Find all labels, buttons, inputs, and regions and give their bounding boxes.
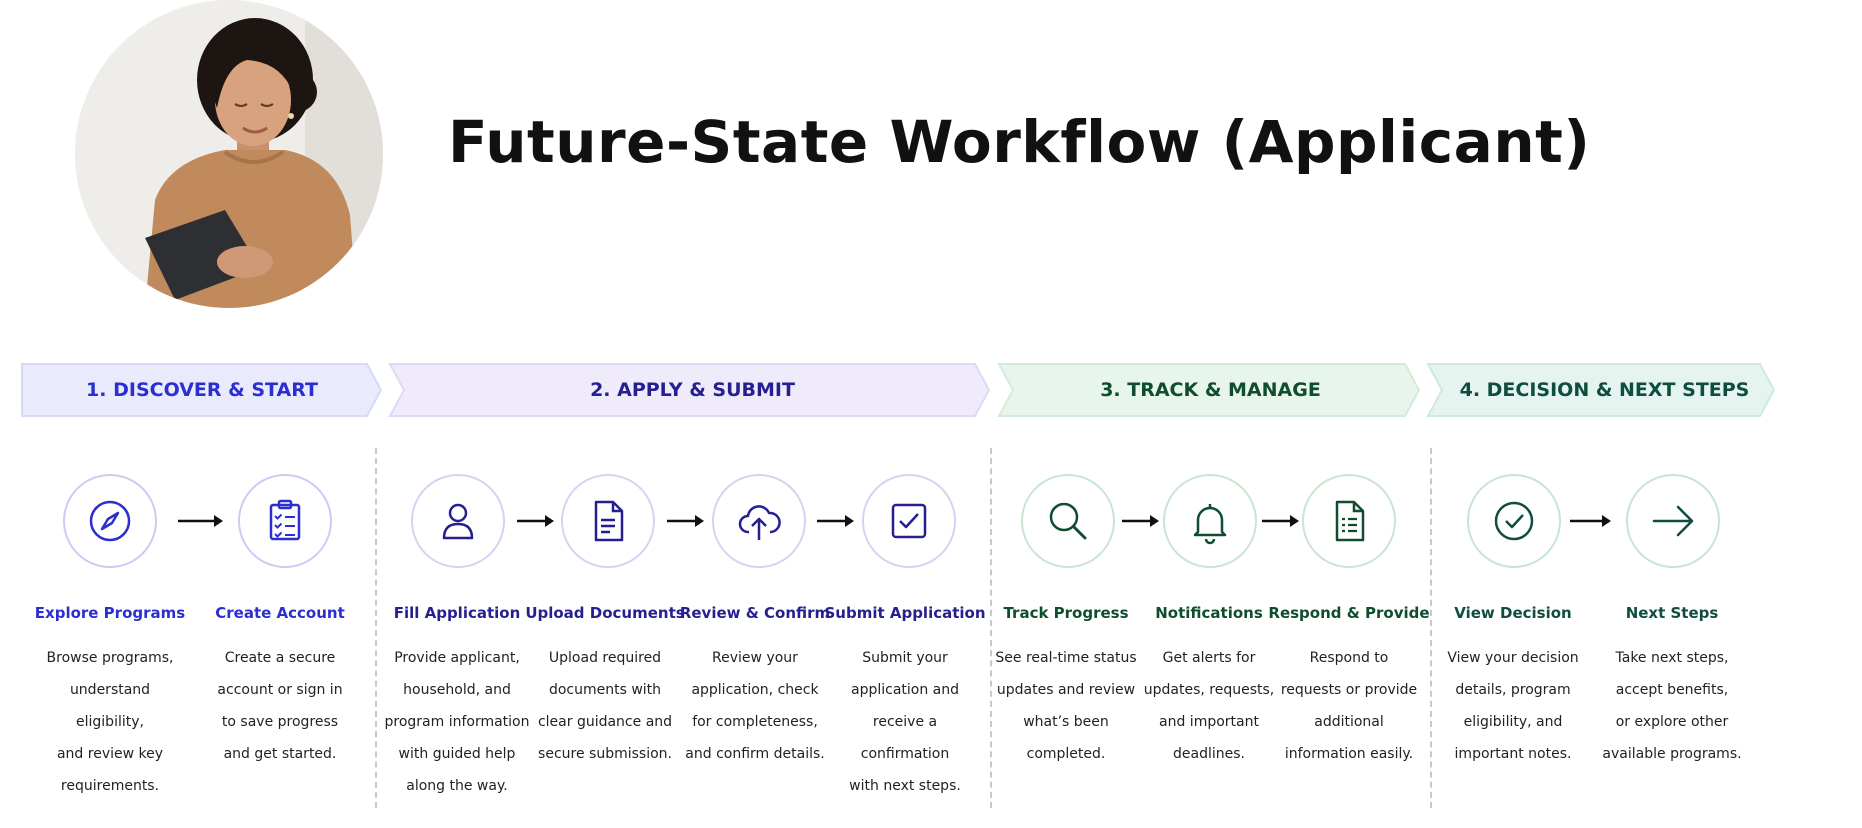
step-circle-view-decision xyxy=(1467,474,1561,568)
step-circle-fill-application xyxy=(411,474,505,568)
step-title-submit-application: Submit Application xyxy=(824,604,986,622)
document-icon xyxy=(594,500,624,542)
check-circle-icon xyxy=(1494,501,1534,541)
checkbox-icon xyxy=(891,503,927,539)
step-desc-next-steps: Take next steps,accept benefits,or explo… xyxy=(1602,650,1742,762)
step-circle-track-progress xyxy=(1021,474,1115,568)
step-circle-review-confirm xyxy=(712,474,806,568)
phase-divider-1 xyxy=(375,448,377,808)
step-desc-explore-programs: Browse programs,understand eligibility,a… xyxy=(46,650,174,794)
phase-divider-3 xyxy=(1430,448,1432,808)
phase-label-track: 3. TRACK & MANAGE xyxy=(1100,379,1321,401)
step-title-notifications: Notifications xyxy=(1155,604,1263,622)
step-title-fill-application: Fill Application xyxy=(393,604,521,622)
step-title-upload-documents: Upload Documents xyxy=(525,604,685,622)
phase-label-decision: 4. DECISION & NEXT STEPS xyxy=(1459,379,1750,401)
step-circle-create-account xyxy=(238,474,332,568)
phase-chevron-4 xyxy=(1426,363,1776,417)
connector-arrow-5 xyxy=(1122,515,1159,527)
step-title-next-steps: Next Steps xyxy=(1625,604,1719,622)
phase-chevrons xyxy=(21,363,1776,417)
step-circle-explore xyxy=(63,474,157,568)
phase-chevron-3 xyxy=(997,363,1421,417)
compass-icon xyxy=(89,500,131,542)
woman-with-tablet-illustration xyxy=(75,0,383,308)
step-title-respond-provide: Respond & Provide xyxy=(1268,604,1430,622)
step-circle-respond-provide xyxy=(1302,474,1396,568)
bell-icon xyxy=(1193,504,1227,545)
clipboard-checklist-icon xyxy=(269,499,301,541)
step-title-create-account: Create Account xyxy=(215,604,345,622)
step-title-track-progress: Track Progress xyxy=(1003,604,1129,622)
step-circle-next-steps xyxy=(1626,474,1720,568)
phase-chevron-1 xyxy=(21,363,383,417)
step-circle-notifications xyxy=(1163,474,1257,568)
connector-arrow-3 xyxy=(667,515,704,527)
applicant-photo xyxy=(75,0,383,308)
phase-label-discover: 1. DISCOVER & START xyxy=(86,379,318,401)
step-title-explore-programs: Explore Programs xyxy=(34,604,186,622)
arrow-right-icon xyxy=(1652,505,1694,537)
form-document-icon xyxy=(1335,500,1365,542)
connector-arrow-2 xyxy=(517,515,554,527)
phase-banners: 1. DISCOVER & START 2. APPLY & SUBMIT 3.… xyxy=(0,360,1862,420)
phase-divider-2 xyxy=(990,448,992,808)
connector-arrow-7 xyxy=(1570,515,1611,527)
step-title-view-decision: View Decision xyxy=(1454,604,1572,622)
phase-chevron-2 xyxy=(388,363,991,417)
page-title: Future-State Workflow (Applicant) xyxy=(448,108,1591,176)
step-circle-upload-documents xyxy=(561,474,655,568)
magnifier-icon xyxy=(1049,502,1087,540)
connector-arrow-1 xyxy=(178,515,223,527)
step-circle-submit-application xyxy=(862,474,956,568)
phase-label-apply: 2. APPLY & SUBMIT xyxy=(590,379,795,401)
cloud-upload-icon xyxy=(738,505,781,540)
connector-arrow-4 xyxy=(817,515,854,527)
connector-arrow-6 xyxy=(1262,515,1299,527)
step-title-review-confirm: Review & Confirm xyxy=(679,604,831,622)
user-icon xyxy=(442,503,474,540)
